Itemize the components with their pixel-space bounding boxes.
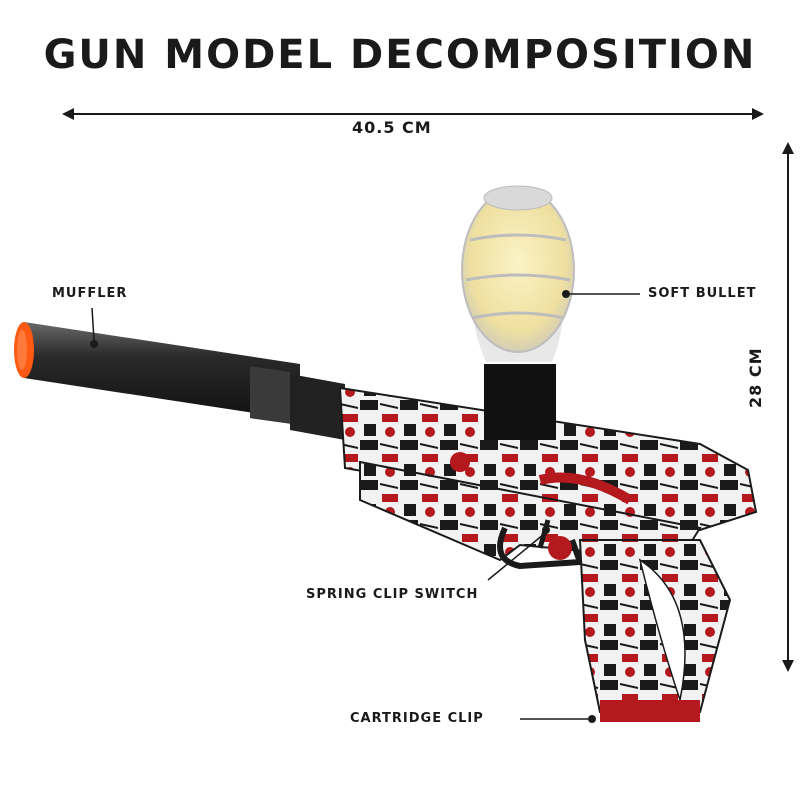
cartridge-clip-callout: CARTRIDGE CLIP — [350, 711, 484, 726]
width-dimension-label: 40.5 CM — [352, 118, 432, 137]
muffler-leader — [90, 307, 98, 348]
diagram-title: GUN MODEL DECOMPOSITION — [43, 32, 757, 78]
height-dimension-label: 28 CM — [746, 347, 765, 409]
spring-clip-switch-leader — [487, 526, 550, 581]
soft-bullet-leader — [562, 290, 640, 298]
cartridge-clip-leader — [520, 715, 596, 723]
width-dimension-arrow — [62, 108, 764, 120]
muffler-part — [14, 322, 345, 440]
soft-bullet-callout: SOFT BULLET — [648, 286, 757, 301]
muffler-callout: MUFFLER — [52, 286, 128, 301]
spring-clip-switch-callout: SPRING CLIP SWITCH — [306, 587, 479, 602]
magazine-base — [600, 700, 700, 722]
trigger-guard — [497, 526, 585, 570]
hopper-part — [461, 185, 575, 440]
height-dimension-arrow — [782, 142, 794, 672]
soft-bullet-container — [461, 187, 575, 353]
pistol-body — [338, 386, 758, 722]
